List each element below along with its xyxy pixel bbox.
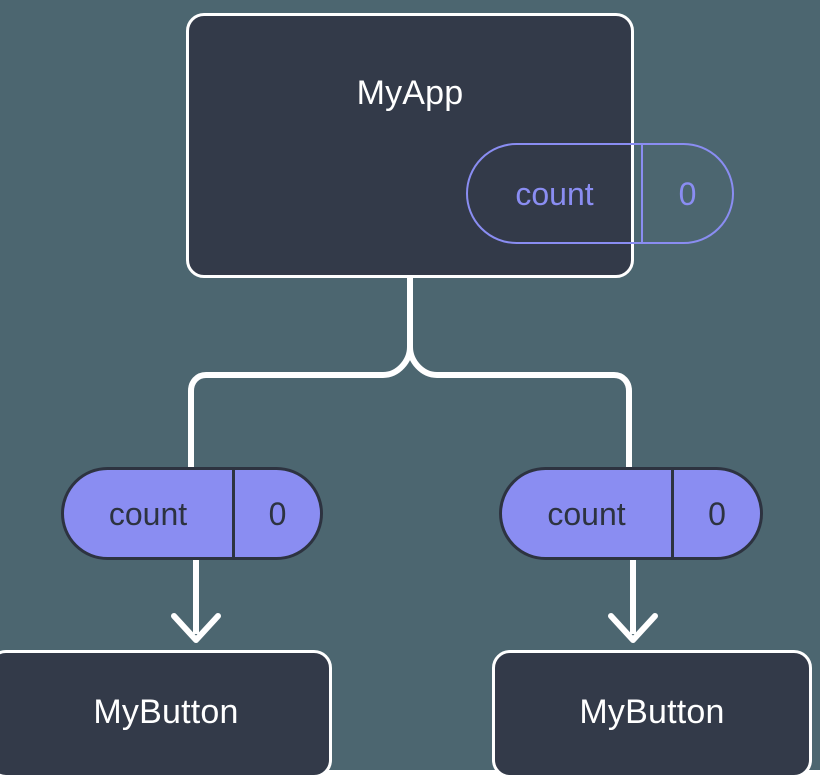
node-mybutton-left-label: MyButton [93,693,239,731]
state-pill-myapp-value: 0 [678,175,697,212]
state-pill-branch-left[interactable]: count 0 [61,467,323,560]
node-mybutton-left[interactable]: MyButton [0,650,332,778]
state-pill-branch-left-key: count [64,470,235,557]
arrow-head-left [171,613,221,643]
connector-branch-left [188,275,413,471]
state-pill-branch-right-key: count [502,470,674,557]
connector-branch-right [407,344,632,471]
node-myapp[interactable]: MyApp count 0 [186,13,734,278]
state-pill-branch-right[interactable]: count 0 [499,467,763,560]
node-myapp-label: MyApp [356,74,464,112]
state-pill-branch-right-value: 0 [708,495,726,532]
state-pill-myapp-key: count [468,145,643,242]
arrow-head-right [608,613,658,643]
state-pill-branch-left-value: 0 [268,495,287,532]
node-mybutton-right-label: MyButton [579,693,725,731]
node-mybutton-right[interactable]: MyButton [492,650,812,778]
state-pill-myapp[interactable]: count 0 [466,143,734,244]
